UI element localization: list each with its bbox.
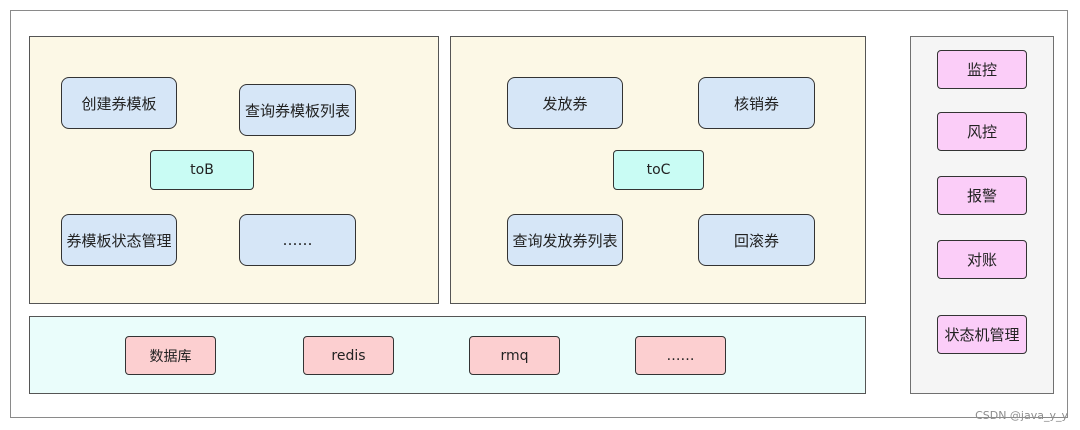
query-issued-coupon-list-node: 查询发放券列表 [507,214,623,266]
create-coupon-template-node: 创建券模板 [61,77,177,129]
ops-panel: 监控 风控 报警 对账 状态机管理 [910,36,1054,394]
database-node: 数据库 [125,336,216,375]
redis-node: redis [303,336,394,375]
state-machine-management-node: 状态机管理 [937,315,1027,354]
tob-group-node: toB [150,150,254,190]
query-coupon-template-list-node: 查询券模板列表 [239,84,356,136]
infrastructure-panel: 数据库 redis rmq …… [29,316,866,394]
infra-more-node: …… [635,336,726,375]
reconciliation-node: 对账 [937,240,1027,279]
watermark: CSDN @java_y_y [975,409,1068,422]
rollback-coupon-node: 回滚券 [698,214,815,266]
rmq-node: rmq [469,336,560,375]
toc-group-node: toC [613,150,704,190]
toc-panel: 发放券 核销券 toC 查询发放券列表 回滚券 [450,36,866,304]
risk-control-node: 风控 [937,112,1027,151]
tob-more-node: …… [239,214,356,266]
tob-panel: 创建券模板 查询券模板列表 toB 券模板状态管理 …… [29,36,439,304]
monitoring-node: 监控 [937,50,1027,89]
redeem-coupon-node: 核销券 [698,77,815,129]
issue-coupon-node: 发放券 [507,77,623,129]
coupon-template-status-node: 券模板状态管理 [61,214,177,266]
alerting-node: 报警 [937,176,1027,215]
